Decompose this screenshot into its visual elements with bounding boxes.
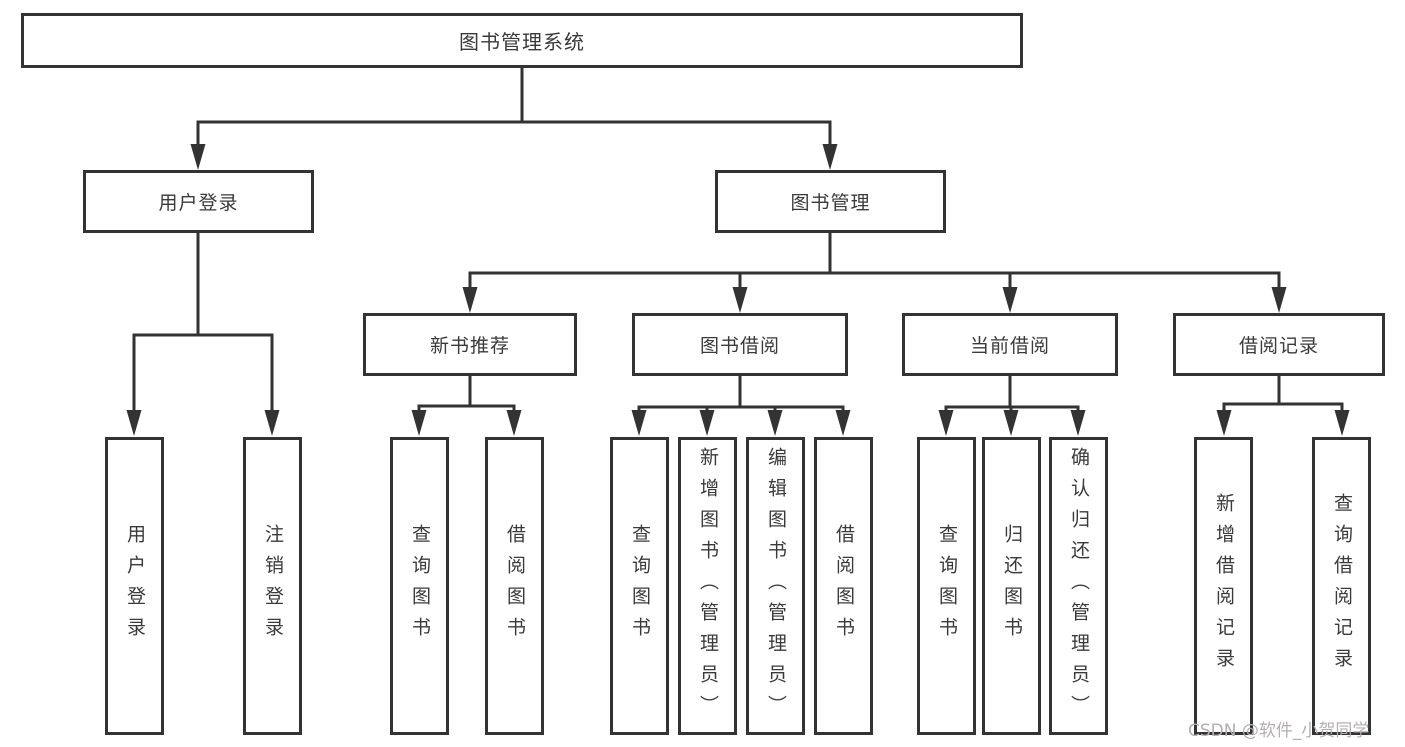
node-label: 归还图书: [1001, 524, 1023, 648]
node-label: 注销登录: [262, 524, 284, 648]
leaf-edit-book-admin: 编辑图书（管理员）: [746, 437, 805, 735]
leaf-add-borrow-record: 新增借阅记录: [1194, 437, 1253, 735]
leaf-query-books-recommend: 查询图书: [390, 437, 449, 735]
node-new-book-recommendation: 新书推荐: [363, 313, 577, 376]
leaf-borrow-books-recommend: 借阅图书: [485, 437, 544, 735]
node-label: 查询借阅记录: [1331, 493, 1353, 679]
node-borrowing-records: 借阅记录: [1173, 313, 1385, 376]
node-label: 借阅图书: [504, 524, 526, 648]
node-label: 借阅记录: [1238, 335, 1319, 357]
node-label: 查询图书: [936, 524, 958, 648]
csdn-watermark: CSDN @软件_小贺同学: [1188, 721, 1370, 741]
leaf-user-login: 用户登录: [105, 437, 164, 735]
node-label: 用户登录: [124, 524, 146, 648]
leaf-add-book-admin: 新增图书（管理员）: [678, 437, 737, 735]
leaf-query-borrow-record: 查询借阅记录: [1312, 437, 1371, 735]
node-label: 确认归还（管理员）: [1068, 446, 1090, 726]
leaf-confirm-return-admin: 确认归还（管理员）: [1049, 437, 1108, 735]
node-label: 查询图书: [629, 524, 651, 648]
node-label: 借阅图书: [833, 524, 855, 648]
leaf-return-book: 归还图书: [982, 437, 1041, 735]
leaf-borrow-books: 借阅图书: [814, 437, 873, 735]
leaf-query-books-borrowing: 查询图书: [610, 437, 669, 735]
node-user-login: 用户登录: [83, 170, 314, 233]
node-label: 编辑图书（管理员）: [765, 446, 787, 726]
node-label: 新增图书（管理员）: [697, 446, 719, 726]
node-label: 图书借阅: [699, 335, 780, 357]
node-library-management-system: 图书管理系统: [21, 13, 1023, 68]
node-label: 图书管理: [790, 192, 871, 214]
node-label: 当前借阅: [969, 335, 1050, 357]
leaf-query-books-current: 查询图书: [917, 437, 976, 735]
node-label: 新增借阅记录: [1213, 493, 1235, 679]
node-book-management: 图书管理: [715, 170, 946, 233]
node-label: 图书管理系统: [459, 30, 585, 54]
leaf-logout: 注销登录: [243, 437, 302, 735]
node-current-borrowing: 当前借阅: [902, 313, 1118, 376]
node-book-borrowing: 图书借阅: [632, 313, 848, 376]
node-label: 用户登录: [158, 192, 239, 214]
node-label: 查询图书: [409, 524, 431, 648]
node-label: 新书推荐: [429, 335, 510, 357]
